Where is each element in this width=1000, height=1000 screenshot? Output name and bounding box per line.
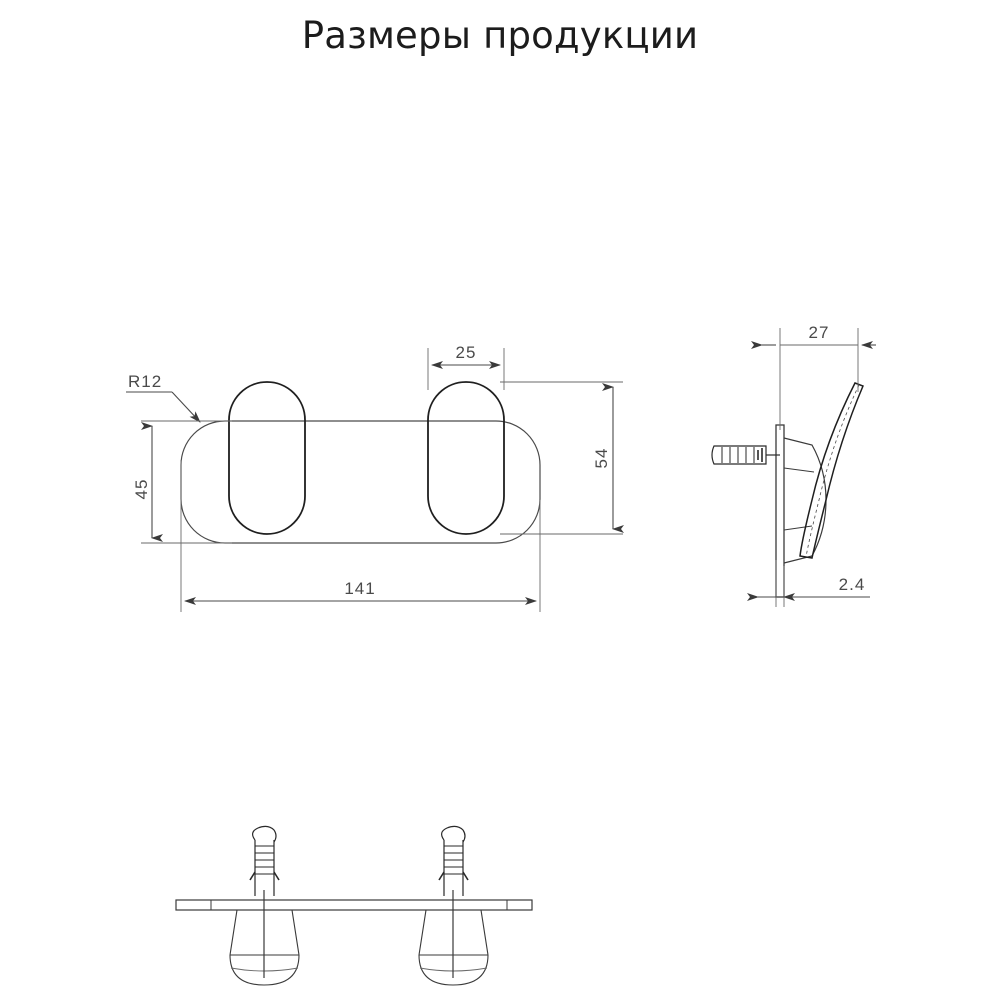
bottom-hook-cone-right bbox=[418, 909, 489, 956]
dimension-141: 141 bbox=[180, 460, 541, 612]
dimension-45: 45 bbox=[132, 420, 232, 544]
dimension-141-label: 141 bbox=[344, 579, 375, 598]
wall-anchor-icon bbox=[711, 445, 780, 465]
dimension-25: 25 bbox=[427, 343, 505, 390]
dimension-54: 54 bbox=[500, 381, 624, 535]
dimension-25-label: 25 bbox=[456, 343, 477, 362]
side-hook-blade bbox=[799, 382, 864, 559]
dimension-2-4: 2.4 bbox=[747, 560, 870, 607]
bottom-view bbox=[175, 825, 533, 986]
front-base-plate bbox=[180, 420, 541, 544]
dimension-27: 27 bbox=[751, 323, 876, 430]
side-hook-base bbox=[783, 437, 827, 564]
side-hook-base-detail-2 bbox=[783, 525, 813, 531]
bottom-hook-cone-left bbox=[229, 909, 300, 956]
side-hook-blade-inner bbox=[805, 384, 860, 558]
front-hook-left bbox=[228, 381, 306, 535]
side-hook-base-detail-1 bbox=[783, 467, 815, 473]
bottom-mounting-plate bbox=[175, 899, 533, 911]
side-mounting-plate bbox=[775, 424, 785, 598]
dimension-r12-label: R12 bbox=[128, 372, 162, 391]
dimension-r12: R12 bbox=[126, 372, 201, 423]
bottom-anchor-left bbox=[229, 825, 300, 986]
dimension-45-label: 45 bbox=[132, 479, 151, 500]
front-view: R12 45 25 54 bbox=[126, 343, 624, 612]
front-hook-right bbox=[427, 381, 505, 535]
dimension-54-label: 54 bbox=[592, 448, 611, 469]
dimension-2-4-label: 2.4 bbox=[839, 575, 866, 594]
side-view: 27 2.4 bbox=[711, 323, 876, 607]
page-title: Размеры продукции bbox=[301, 14, 699, 57]
dimension-27-label: 27 bbox=[809, 323, 830, 342]
bottom-anchor-right bbox=[418, 825, 489, 986]
